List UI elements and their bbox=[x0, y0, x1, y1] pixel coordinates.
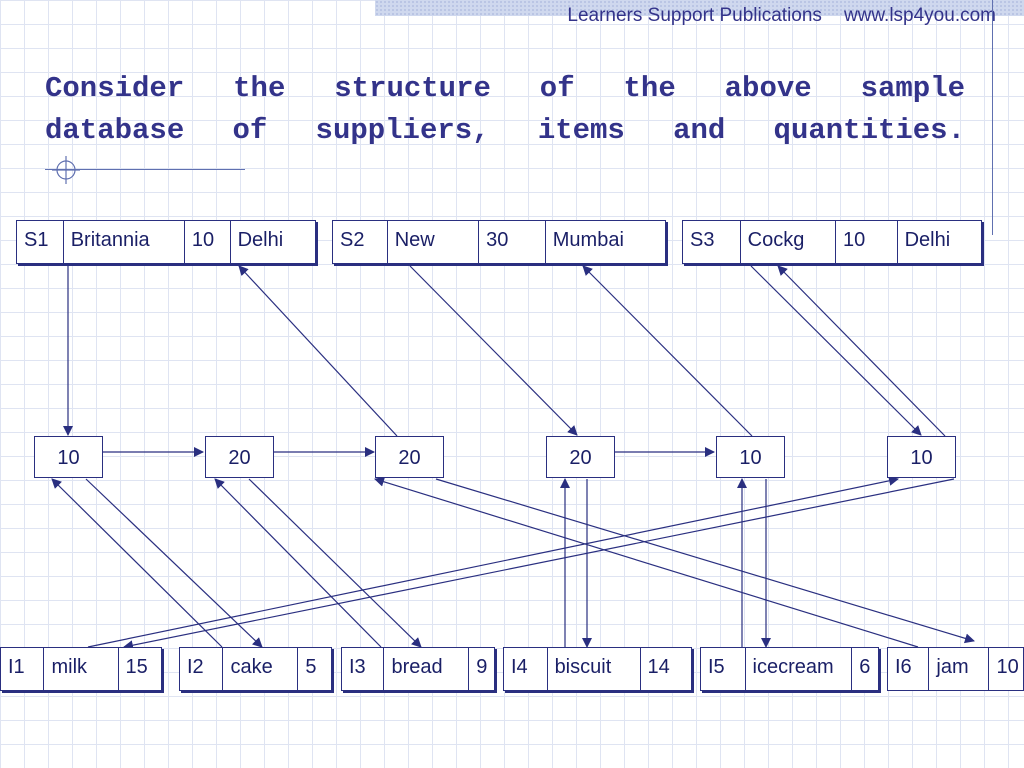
supplier-name: New bbox=[388, 221, 480, 263]
supplier-status: 10 bbox=[185, 221, 231, 263]
link-i1-to-q6 bbox=[87, 475, 899, 648]
quantity-node: 10 bbox=[887, 436, 956, 478]
item-record-i3: I3 bread 9 bbox=[341, 647, 495, 691]
link-s2-to-q4 bbox=[409, 265, 578, 436]
link-i2-to-q1 bbox=[51, 478, 223, 648]
supplier-id: S2 bbox=[333, 221, 388, 263]
item-weight: 10 bbox=[996, 656, 1019, 678]
item-weight: 9 bbox=[476, 656, 488, 678]
item-name: milk bbox=[44, 648, 119, 690]
link-i6-to-q3 bbox=[374, 476, 919, 648]
item-id: I2 bbox=[180, 648, 224, 690]
item-id: I3 bbox=[342, 648, 385, 690]
quantity-node: 10 bbox=[34, 436, 103, 478]
link-q3-to-i6 bbox=[435, 478, 975, 644]
item-id: I6 bbox=[888, 648, 930, 690]
item-name: icecream bbox=[746, 648, 853, 690]
title-line-2: database of suppliers, items and quantit… bbox=[45, 114, 965, 147]
link-q2-to-i3 bbox=[248, 478, 422, 648]
crosshair-icon bbox=[52, 156, 80, 184]
title-line-1: Consider the structure of the above samp… bbox=[45, 72, 965, 105]
item-name: biscuit bbox=[548, 648, 641, 690]
website-link[interactable]: www.lsp4you.com bbox=[843, 5, 996, 26]
link-q6-to-i1 bbox=[123, 478, 955, 651]
vertical-rule bbox=[992, 0, 993, 235]
header-band bbox=[375, 0, 1024, 16]
supplier-record-s1: S1 Britannia 10 Delhi bbox=[16, 220, 316, 264]
link-q1-to-i2 bbox=[85, 478, 263, 648]
item-id: I5 bbox=[701, 648, 746, 690]
supplier-record-s2: S2 New 30 Mumbai bbox=[332, 220, 666, 264]
item-weight: 15 bbox=[125, 656, 148, 678]
supplier-id: S3 bbox=[683, 221, 741, 263]
supplier-name: Cockg bbox=[741, 221, 836, 263]
item-record-i6: I6 jam 10 bbox=[887, 647, 1024, 691]
link-q5-to-s2 bbox=[582, 265, 753, 437]
supplier-status: 30 bbox=[479, 221, 546, 263]
supplier-city: Mumbai bbox=[552, 229, 624, 251]
item-name: jam bbox=[929, 648, 990, 690]
link-s3-to-q6 bbox=[750, 265, 922, 436]
item-record-i4: I4 biscuit 14 bbox=[503, 647, 692, 691]
header: Learners Support Publications www.lsp4you… bbox=[567, 5, 996, 27]
supplier-id: S1 bbox=[17, 221, 64, 263]
item-name: cake bbox=[223, 648, 299, 690]
supplier-city: Delhi bbox=[237, 229, 284, 251]
link-i3-to-q2 bbox=[214, 478, 382, 648]
supplier-city: Delhi bbox=[904, 229, 951, 251]
item-record-i1: I1 milk 15 bbox=[0, 647, 162, 691]
item-name: bread bbox=[384, 648, 470, 690]
link-q3-to-s1 bbox=[238, 265, 398, 437]
item-weight: 6 bbox=[859, 656, 871, 678]
quantity-node: 10 bbox=[716, 436, 785, 478]
quantity-node: 20 bbox=[205, 436, 274, 478]
quantity-node: 20 bbox=[546, 436, 615, 478]
slide-title: Consider the structure of the above samp… bbox=[45, 68, 965, 152]
item-id: I1 bbox=[1, 648, 45, 690]
item-id: I4 bbox=[504, 648, 548, 690]
item-weight: 5 bbox=[305, 656, 317, 678]
supplier-status: 10 bbox=[836, 221, 898, 263]
supplier-name: Britannia bbox=[64, 221, 185, 263]
link-q6-to-s3 bbox=[777, 265, 946, 437]
quantity-node: 20 bbox=[375, 436, 444, 478]
title-underline bbox=[45, 169, 245, 170]
publisher-name: Learners Support Publications bbox=[567, 5, 822, 26]
supplier-record-s3: S3 Cockg 10 Delhi bbox=[682, 220, 982, 264]
item-weight: 14 bbox=[647, 656, 670, 678]
item-record-i5: I5 icecream 6 bbox=[700, 647, 879, 691]
item-record-i2: I2 cake 5 bbox=[179, 647, 332, 691]
